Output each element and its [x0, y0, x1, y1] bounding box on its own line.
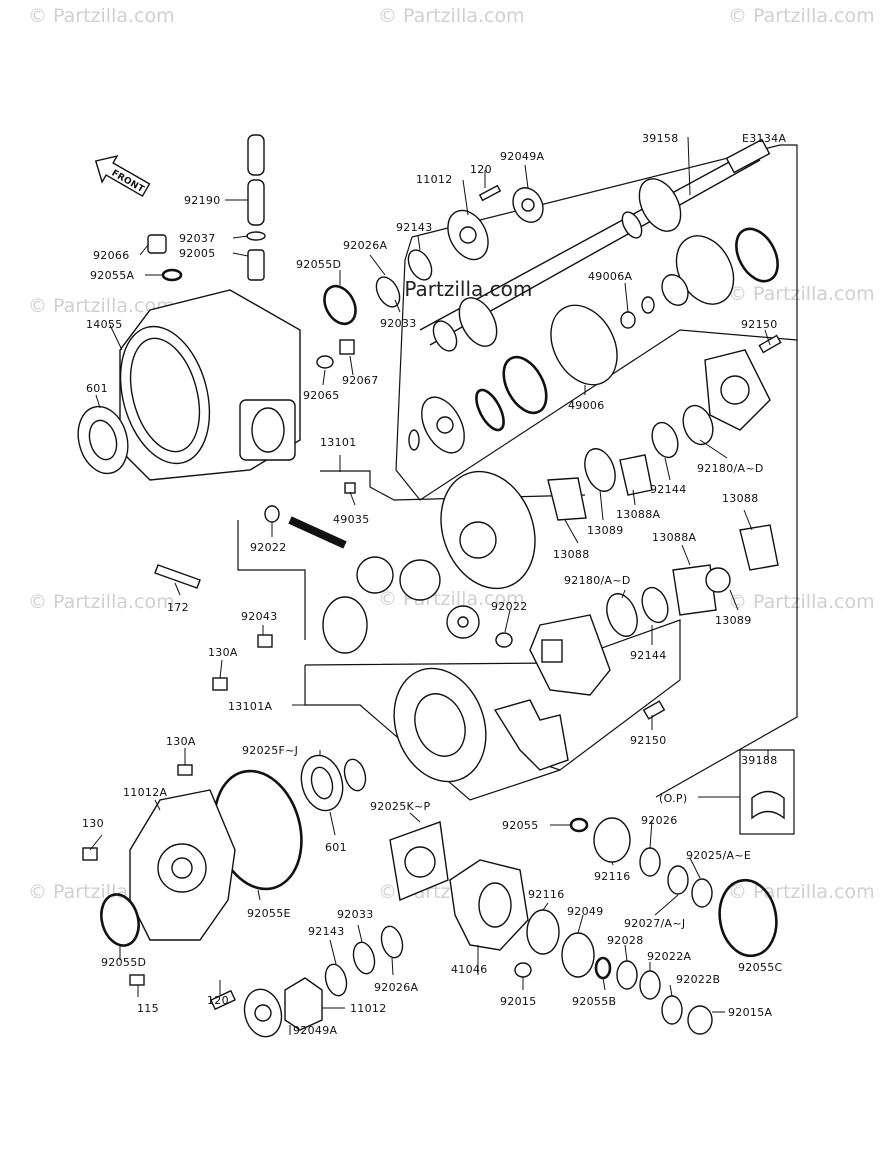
part-label: 120	[470, 163, 492, 176]
part-label: 92043	[241, 610, 278, 623]
part-label: 130	[82, 817, 104, 830]
part-label: 92027/A~J	[624, 917, 685, 930]
part-label: 601	[86, 382, 108, 395]
part-label: 92143	[396, 221, 433, 234]
watermark: © Partzilla.com	[28, 591, 175, 613]
part-label: 92055C	[738, 961, 782, 974]
part-label: 92190	[184, 194, 221, 207]
diagram-code: E3134A	[742, 132, 786, 145]
part-label: 92180/A~D	[697, 462, 764, 475]
part-label: 92049	[567, 905, 604, 918]
part-labels: E3134A 39158 11012 120 92049A 92190 9203…	[82, 132, 786, 1037]
part-label: 92022B	[676, 973, 720, 986]
part-label: 130A	[166, 735, 196, 748]
part-label: 92150	[630, 734, 667, 747]
part-label: 601	[325, 841, 347, 854]
part-label: 92049A	[500, 150, 544, 163]
differential-center	[154, 334, 782, 720]
part-label: 92005	[179, 247, 216, 260]
watermark: © Partzilla.com	[728, 5, 875, 27]
part-label: 115	[137, 1002, 159, 1015]
part-label: 92065	[303, 389, 340, 402]
ring-gear	[177, 667, 569, 783]
part-label: 92144	[650, 483, 687, 496]
boot-group-top	[408, 227, 779, 454]
part-label: 13089	[587, 524, 624, 537]
part-label: 92055	[502, 819, 539, 832]
watermark: © Partzilla.com	[728, 283, 875, 305]
part-label: 172	[167, 601, 189, 614]
part-label: 13101A	[228, 700, 272, 713]
part-label: 92116	[528, 888, 565, 901]
watermark: © Partzilla.com	[28, 5, 175, 27]
part-label: 11012	[350, 1002, 387, 1015]
bottom-flange	[209, 925, 404, 1038]
part-label: 41046	[451, 963, 488, 976]
part-label: 120	[207, 994, 229, 1007]
part-label: 92025/A~E	[686, 849, 751, 862]
watermark: © Partzilla.com	[28, 295, 175, 317]
part-label: 92015A	[728, 1006, 772, 1019]
shim-39188	[751, 790, 785, 820]
part-label: 13088	[722, 492, 759, 505]
part-label: 92055E	[247, 907, 291, 920]
part-label: 130A	[208, 646, 238, 659]
part-label: 92026A	[343, 239, 387, 252]
top-flange-parts	[375, 184, 544, 308]
part-label: 92055D	[296, 258, 341, 271]
part-label: 11012	[416, 173, 453, 186]
part-label: 49035	[333, 513, 370, 526]
part-label: 92150	[741, 318, 778, 331]
part-label: 92025K~P	[370, 800, 431, 813]
watermark: © Partzilla.com	[378, 5, 525, 27]
part-label: 92143	[308, 925, 345, 938]
part-label: 92049A	[293, 1024, 337, 1037]
watermark: © Partzilla.com	[728, 591, 875, 613]
part-label: 92028	[607, 934, 644, 947]
part-label: 92033	[337, 908, 374, 921]
part-label: 14055	[86, 318, 123, 331]
part-label: 92025F~J	[242, 744, 298, 757]
part-label: 13089	[715, 614, 752, 627]
part-label: 92022A	[647, 950, 691, 963]
part-label: 92055A	[90, 269, 134, 282]
part-label: 92015	[500, 995, 537, 1008]
part-label: 92055B	[572, 995, 616, 1008]
part-label: 92037	[179, 232, 216, 245]
part-label: 92066	[93, 249, 130, 262]
center-watermark: © Partzilla.com	[378, 277, 532, 301]
cover-11012a	[82, 754, 367, 986]
part-label: 49006	[568, 399, 605, 412]
part-label: 92144	[630, 649, 667, 662]
housing-14055	[77, 134, 357, 481]
housing-41046	[389, 817, 778, 1035]
part-label: 92026	[641, 814, 678, 827]
part-label: 13101	[320, 436, 357, 449]
watermark: © Partzilla.com	[728, 881, 875, 903]
part-label: 13088A	[652, 531, 696, 544]
part-label: 49006A	[588, 270, 632, 283]
part-label: 92116	[594, 870, 631, 883]
part-label: 92180/A~D	[564, 574, 631, 587]
part-label: 92026A	[374, 981, 418, 994]
part-label: 92033	[380, 317, 417, 330]
part-label: 11012A	[123, 786, 167, 799]
leader-lines	[89, 136, 771, 1035]
part-label: 13088A	[616, 508, 660, 521]
part-label: 13088	[553, 548, 590, 561]
front-arrow: FRONT	[94, 154, 151, 198]
part-label: 92067	[342, 374, 379, 387]
part-label: 39158	[642, 132, 679, 145]
part-label: 39188	[741, 754, 778, 767]
part-label: 92055D	[101, 956, 146, 969]
part-label: 92022	[491, 600, 528, 613]
option-label: (O.P)	[659, 792, 687, 805]
drive-shaft	[419, 138, 771, 352]
part-label: 92022	[250, 541, 287, 554]
